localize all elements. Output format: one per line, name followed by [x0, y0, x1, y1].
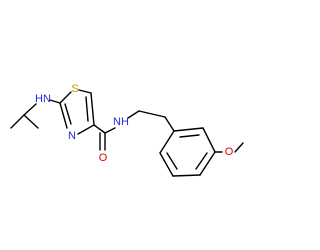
- amine-nh-label: HN: [35, 93, 51, 105]
- bond-ch2-aryl: [164, 116, 175, 132]
- bond-aryl-3: [199, 151, 216, 176]
- bond-ch2-ch2: [138, 110, 166, 118]
- bond-ipr-methyl-left: [10, 114, 25, 129]
- bond-aryl-5: [159, 152, 174, 177]
- bond-aryl-6: [159, 130, 175, 154]
- bond-n3-c2-double: [64, 103, 72, 125]
- methoxy-oxygen-label: O: [225, 146, 234, 158]
- carbonyl-oxygen-label: O: [99, 152, 108, 164]
- bond-c5-c4: [90, 92, 95, 126]
- bond-layer: [10, 89, 244, 177]
- bond-n3-c2: [59, 102, 68, 129]
- bond-nh-to-c2: [49, 99, 61, 104]
- bond-carbonyl-nh: [104, 127, 116, 134]
- bond-aryl-4: [172, 174, 201, 177]
- bond-c4-carbonyl: [93, 124, 106, 134]
- bond-c2-s: [59, 91, 72, 104]
- atom-label-layer: HN S N NH O O: [35, 83, 234, 164]
- ring-nitrogen-label: N: [68, 130, 76, 142]
- bond-aryl-1: [173, 127, 204, 132]
- ring-sulfur-label: S: [71, 83, 78, 95]
- bond-ipr-methyl-right: [23, 114, 39, 129]
- bond-nh-ch2: [127, 110, 140, 119]
- bond-aryl-double-c: [166, 152, 178, 170]
- bond-c5-c4-double: [85, 96, 89, 122]
- bond-aryl-double-a: [179, 134, 200, 138]
- amide-nh-label: NH: [113, 116, 129, 128]
- bond-s-c5: [78, 89, 92, 94]
- molecule-structure-diagram: HN S N NH O O: [10, 83, 244, 177]
- bond-aryl-2: [202, 127, 216, 153]
- bond-aryl-double-b: [195, 152, 208, 170]
- bond-c4-n3: [77, 124, 95, 135]
- bond-o-methyl: [234, 142, 244, 153]
- bond-ipr-to-nh: [23, 103, 37, 116]
